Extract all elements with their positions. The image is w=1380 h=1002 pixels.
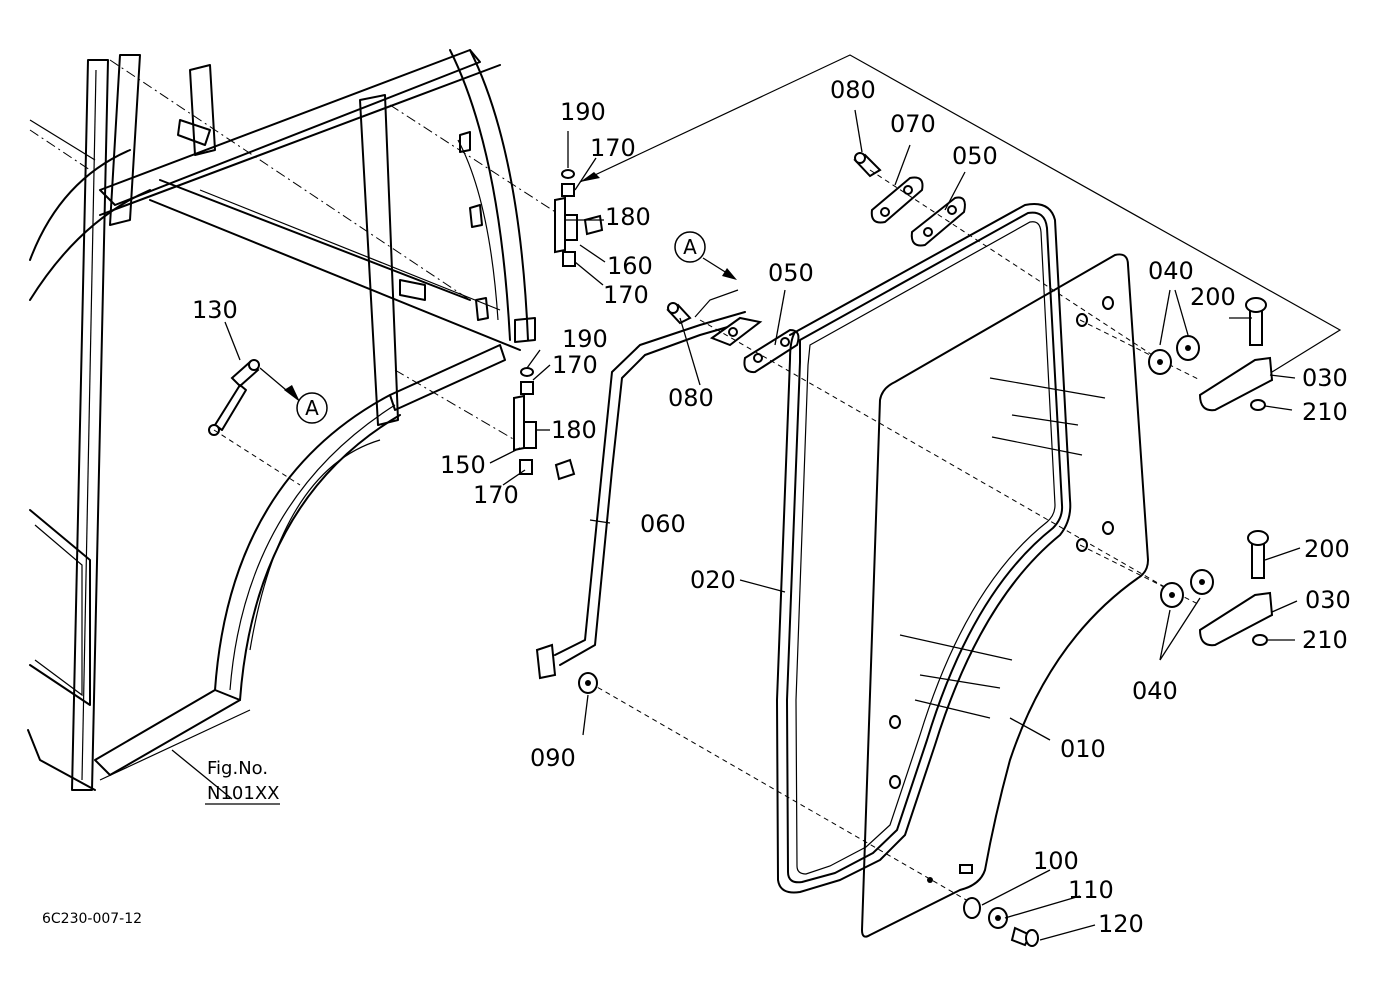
label-150: 150 [440, 451, 486, 479]
label-030-lower: 030 [1305, 586, 1351, 614]
label-080-upper: 080 [830, 76, 876, 104]
label-170-b: 170 [603, 281, 649, 309]
label-200-lower: 200 [1304, 535, 1350, 563]
lower-hinge-assembly [513, 367, 576, 481]
label-050-lower: 050 [768, 259, 814, 287]
bolt-080-upper [853, 152, 882, 178]
label-100: 100 [1033, 847, 1079, 875]
gas-strut-130 [208, 359, 301, 486]
hardware-100-110-120 [927, 877, 1039, 947]
plate-070 [870, 176, 924, 224]
label-120: 120 [1098, 910, 1144, 938]
label-050-upper: 050 [952, 142, 998, 170]
door-seal-020 [776, 203, 1072, 894]
bolt-080-lower [666, 302, 692, 325]
label-200-upper: 200 [1190, 283, 1236, 311]
latch-030-lower [1198, 530, 1274, 647]
view-a-frame [579, 54, 1342, 373]
label-170-c: 170 [552, 351, 598, 379]
label-170-d: 170 [473, 481, 519, 509]
view-marker-a-left: A [296, 392, 328, 424]
label-160: 160 [607, 252, 653, 280]
plate-050-lower [743, 328, 800, 374]
hinge-centerline-lower [394, 369, 516, 441]
label-020: 020 [690, 566, 736, 594]
label-190-lower: 190 [562, 325, 608, 353]
label-110: 110 [1068, 876, 1114, 904]
assembly-line-lower [589, 682, 976, 906]
label-190-upper: 190 [560, 98, 606, 126]
label-070: 070 [890, 110, 936, 138]
drawing-code: 6C230-007-12 [42, 911, 142, 927]
cab-frame [27, 49, 536, 791]
washers-040-lower [1160, 569, 1214, 608]
door-glass-010 [861, 253, 1149, 938]
label-010: 010 [1060, 735, 1106, 763]
fig-no-label: Fig.No. [207, 758, 268, 779]
label-040-lower: 040 [1132, 677, 1178, 705]
assembly-line-mid [699, 319, 1171, 591]
svg-text:A: A [305, 396, 319, 420]
label-090: 090 [530, 744, 576, 772]
label-170-a: 170 [590, 134, 636, 162]
label-180-lower: 180 [551, 416, 597, 444]
svg-text:A: A [683, 235, 697, 259]
label-210-upper: 210 [1302, 398, 1348, 426]
hinge-centerline-upper [389, 104, 561, 216]
label-060: 060 [640, 510, 686, 538]
washers-040-upper [1148, 335, 1200, 375]
washer-090 [578, 672, 598, 694]
label-080-lower: 080 [668, 384, 714, 412]
label-180-upper: 180 [605, 203, 651, 231]
assembly-line-upper [869, 169, 1161, 361]
label-130: 130 [192, 296, 238, 324]
fig-no-value: N101XX [207, 783, 279, 804]
leader-lines [171, 109, 1301, 941]
view-marker-a-right: A [674, 231, 737, 280]
label-210-lower: 210 [1302, 626, 1348, 654]
plate-050-upper [910, 196, 966, 247]
stay-rod-060 [535, 311, 763, 680]
latch-030-upper [1198, 297, 1274, 412]
label-030-upper: 030 [1302, 364, 1348, 392]
label-040-upper: 040 [1148, 257, 1194, 285]
